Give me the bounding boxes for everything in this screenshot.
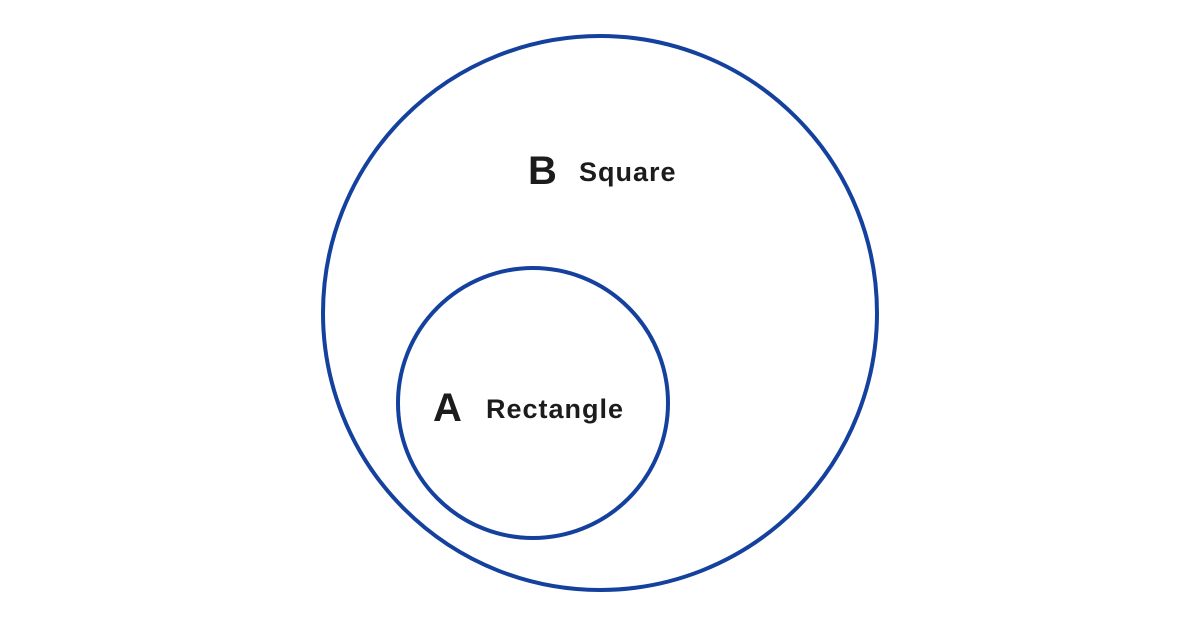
set-a-label: Rectangle [486,394,624,424]
set-b-label: Square [579,157,677,187]
set-a-letter: A [433,386,462,430]
outer-circle-set-b [321,34,879,592]
inner-circle-set-a [396,266,670,540]
set-b-letter: B [528,149,557,193]
